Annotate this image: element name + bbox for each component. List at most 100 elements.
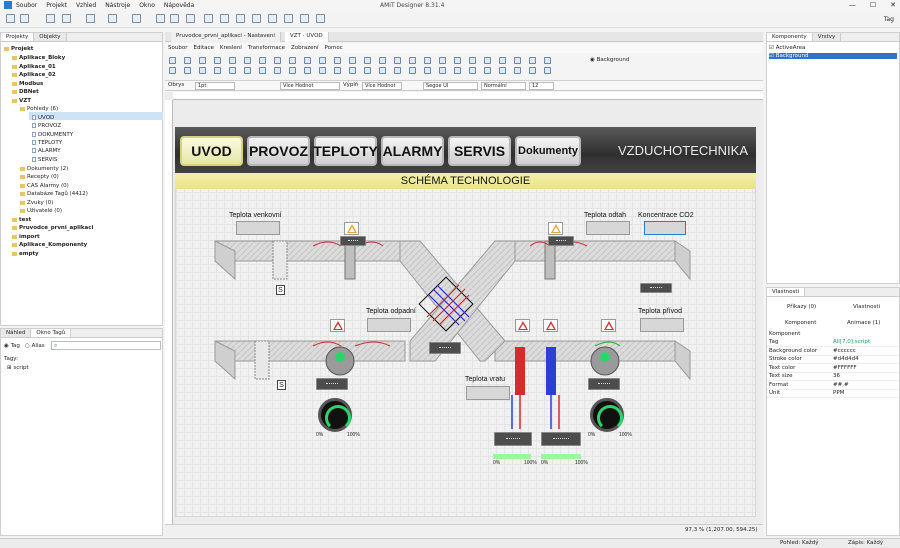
- value-display[interactable]: [640, 283, 672, 293]
- editor-menu-file[interactable]: Soubor: [168, 45, 188, 51]
- tree-item[interactable]: Projekt: [4, 46, 33, 52]
- ribbon-tool-icon[interactable]: [544, 57, 551, 64]
- tab-projects[interactable]: Projekty: [1, 33, 35, 41]
- property-value[interactable]: PPM: [833, 390, 845, 396]
- nav-dokumenty-button[interactable]: Dokumenty: [515, 136, 581, 166]
- ribbon-tool-icon[interactable]: [289, 67, 296, 74]
- close-icon[interactable]: ✕: [890, 1, 896, 9]
- tag-button[interactable]: Tag: [883, 16, 894, 23]
- editor-menu-view[interactable]: Zobrazení: [290, 45, 319, 51]
- tree-item[interactable]: Aplikace_02: [12, 72, 56, 78]
- tag-search-input[interactable]: ⌕: [51, 341, 161, 350]
- temp-display-odpadni[interactable]: [367, 318, 411, 332]
- ribbon-tool-icon[interactable]: [229, 67, 236, 74]
- tree-item[interactable]: Pruvodce_prvni_aplikaci: [12, 225, 93, 231]
- ribbon-tool-icon[interactable]: [184, 57, 191, 64]
- ribbon-tool-icon[interactable]: [169, 67, 176, 74]
- view-select[interactable]: Pohled: Každý: [780, 540, 819, 546]
- ribbon-tool-icon[interactable]: [454, 57, 461, 64]
- tab-layers[interactable]: Vrstvy: [812, 33, 842, 41]
- ribbon-tool-icon[interactable]: [364, 57, 371, 64]
- redo-icon[interactable]: [62, 14, 71, 23]
- menu-tools[interactable]: Nástroje: [105, 1, 131, 9]
- ribbon-tool-icon[interactable]: [349, 67, 356, 74]
- tab-tag-window[interactable]: Okno Tagů: [31, 329, 72, 337]
- ribbon-tool-icon[interactable]: [379, 67, 386, 74]
- warning-icon[interactable]: [543, 319, 558, 332]
- menu-help[interactable]: Nápověda: [163, 1, 195, 9]
- tree-item[interactable]: SERVIS: [32, 157, 57, 163]
- tab-commands[interactable]: Příkazy (0): [787, 304, 817, 310]
- property-row[interactable]: Format##,#: [767, 382, 899, 390]
- export-icon[interactable]: [108, 14, 117, 23]
- property-value[interactable]: #cccccc: [833, 347, 856, 354]
- tree-item[interactable]: Zvuky (0): [20, 200, 53, 206]
- value-display[interactable]: [316, 378, 348, 390]
- ribbon-tool-icon[interactable]: [514, 67, 521, 74]
- temp-display-odtah[interactable]: [586, 221, 630, 235]
- menu-project[interactable]: Projekt: [46, 1, 67, 9]
- fill-select[interactable]: Více Hodnot: [362, 82, 402, 90]
- property-row[interactable]: Stroke color#d4d4d4: [767, 356, 899, 364]
- editor-menu-help[interactable]: Pomoc: [324, 45, 343, 51]
- font-select[interactable]: Segoe UI: [423, 82, 478, 90]
- editor-menu-draw[interactable]: Kreslení: [219, 45, 242, 51]
- value-display[interactable]: [494, 432, 532, 446]
- ribbon-tool-icon[interactable]: [409, 57, 416, 64]
- info-icon[interactable]: [132, 14, 141, 23]
- tree-item[interactable]: empty: [12, 251, 39, 257]
- tab-properties-inner[interactable]: Vlastnosti: [853, 304, 881, 310]
- property-value[interactable]: #FFFFFF: [833, 364, 857, 371]
- temp-display-venkovni[interactable]: [236, 221, 280, 235]
- stroke-width-select[interactable]: 1pt: [195, 82, 235, 90]
- stroke-style-select[interactable]: Více Hodnot: [280, 82, 340, 90]
- tool-icon[interactable]: [156, 14, 165, 23]
- ribbon-tool-icon[interactable]: [469, 57, 476, 64]
- undo-icon[interactable]: [46, 14, 55, 23]
- warning-icon[interactable]: [344, 222, 359, 235]
- ribbon-tool-icon[interactable]: [304, 67, 311, 74]
- tool-icon[interactable]: [316, 14, 325, 23]
- ribbon-tool-icon[interactable]: [334, 67, 341, 74]
- tree-item[interactable]: VZT: [12, 98, 31, 104]
- ribbon-tool-icon[interactable]: [469, 67, 476, 74]
- tree-item[interactable]: Modbus: [12, 81, 43, 87]
- font-size-select[interactable]: 12: [529, 82, 554, 90]
- ribbon-tool-icon[interactable]: [424, 57, 431, 64]
- property-value[interactable]: ##,#: [833, 381, 849, 388]
- property-row[interactable]: Background color#cccccc: [767, 348, 899, 356]
- tool-icon[interactable]: [220, 14, 229, 23]
- ribbon-tool-icon[interactable]: [169, 57, 176, 64]
- layer-item-activearea[interactable]: ☑ ActiveArea: [769, 45, 806, 51]
- property-value[interactable]: All[7,0]:script: [833, 339, 871, 345]
- tool-icon[interactable]: [284, 14, 293, 23]
- tree-item[interactable]: Recepty (0): [20, 174, 59, 180]
- ribbon-tool-icon[interactable]: [199, 57, 206, 64]
- tree-item[interactable]: Databáze Tagů (4412): [20, 191, 88, 197]
- nav-provoz-button[interactable]: PROVOZ: [247, 136, 310, 166]
- warning-icon[interactable]: [330, 319, 345, 332]
- ribbon-tool-icon[interactable]: [214, 57, 221, 64]
- warning-icon[interactable]: [548, 222, 563, 235]
- ribbon-tool-icon[interactable]: [544, 67, 551, 74]
- tree-item[interactable]: Dokumenty (2): [20, 166, 68, 172]
- tool-icon[interactable]: [268, 14, 277, 23]
- property-value[interactable]: 36: [833, 373, 840, 379]
- ribbon-tool-icon[interactable]: [304, 57, 311, 64]
- ribbon-tool-icon[interactable]: [409, 67, 416, 74]
- radio-alias[interactable]: ○ Alias: [25, 343, 45, 349]
- menu-window[interactable]: Okno: [139, 1, 155, 9]
- tree-item[interactable]: test: [12, 217, 31, 223]
- tool-icon[interactable]: [252, 14, 261, 23]
- code-icon[interactable]: [186, 14, 195, 23]
- ribbon-tool-icon[interactable]: [244, 67, 251, 74]
- ribbon-tool-icon[interactable]: [274, 57, 281, 64]
- ribbon-tool-icon[interactable]: [394, 67, 401, 74]
- radio-tag[interactable]: ◉ Tag: [4, 343, 20, 349]
- nav-alarmy-button[interactable]: ALARMY: [381, 136, 444, 166]
- ribbon-tool-icon[interactable]: [364, 67, 371, 74]
- ribbon-tool-icon[interactable]: [349, 57, 356, 64]
- save-icon[interactable]: [6, 14, 15, 23]
